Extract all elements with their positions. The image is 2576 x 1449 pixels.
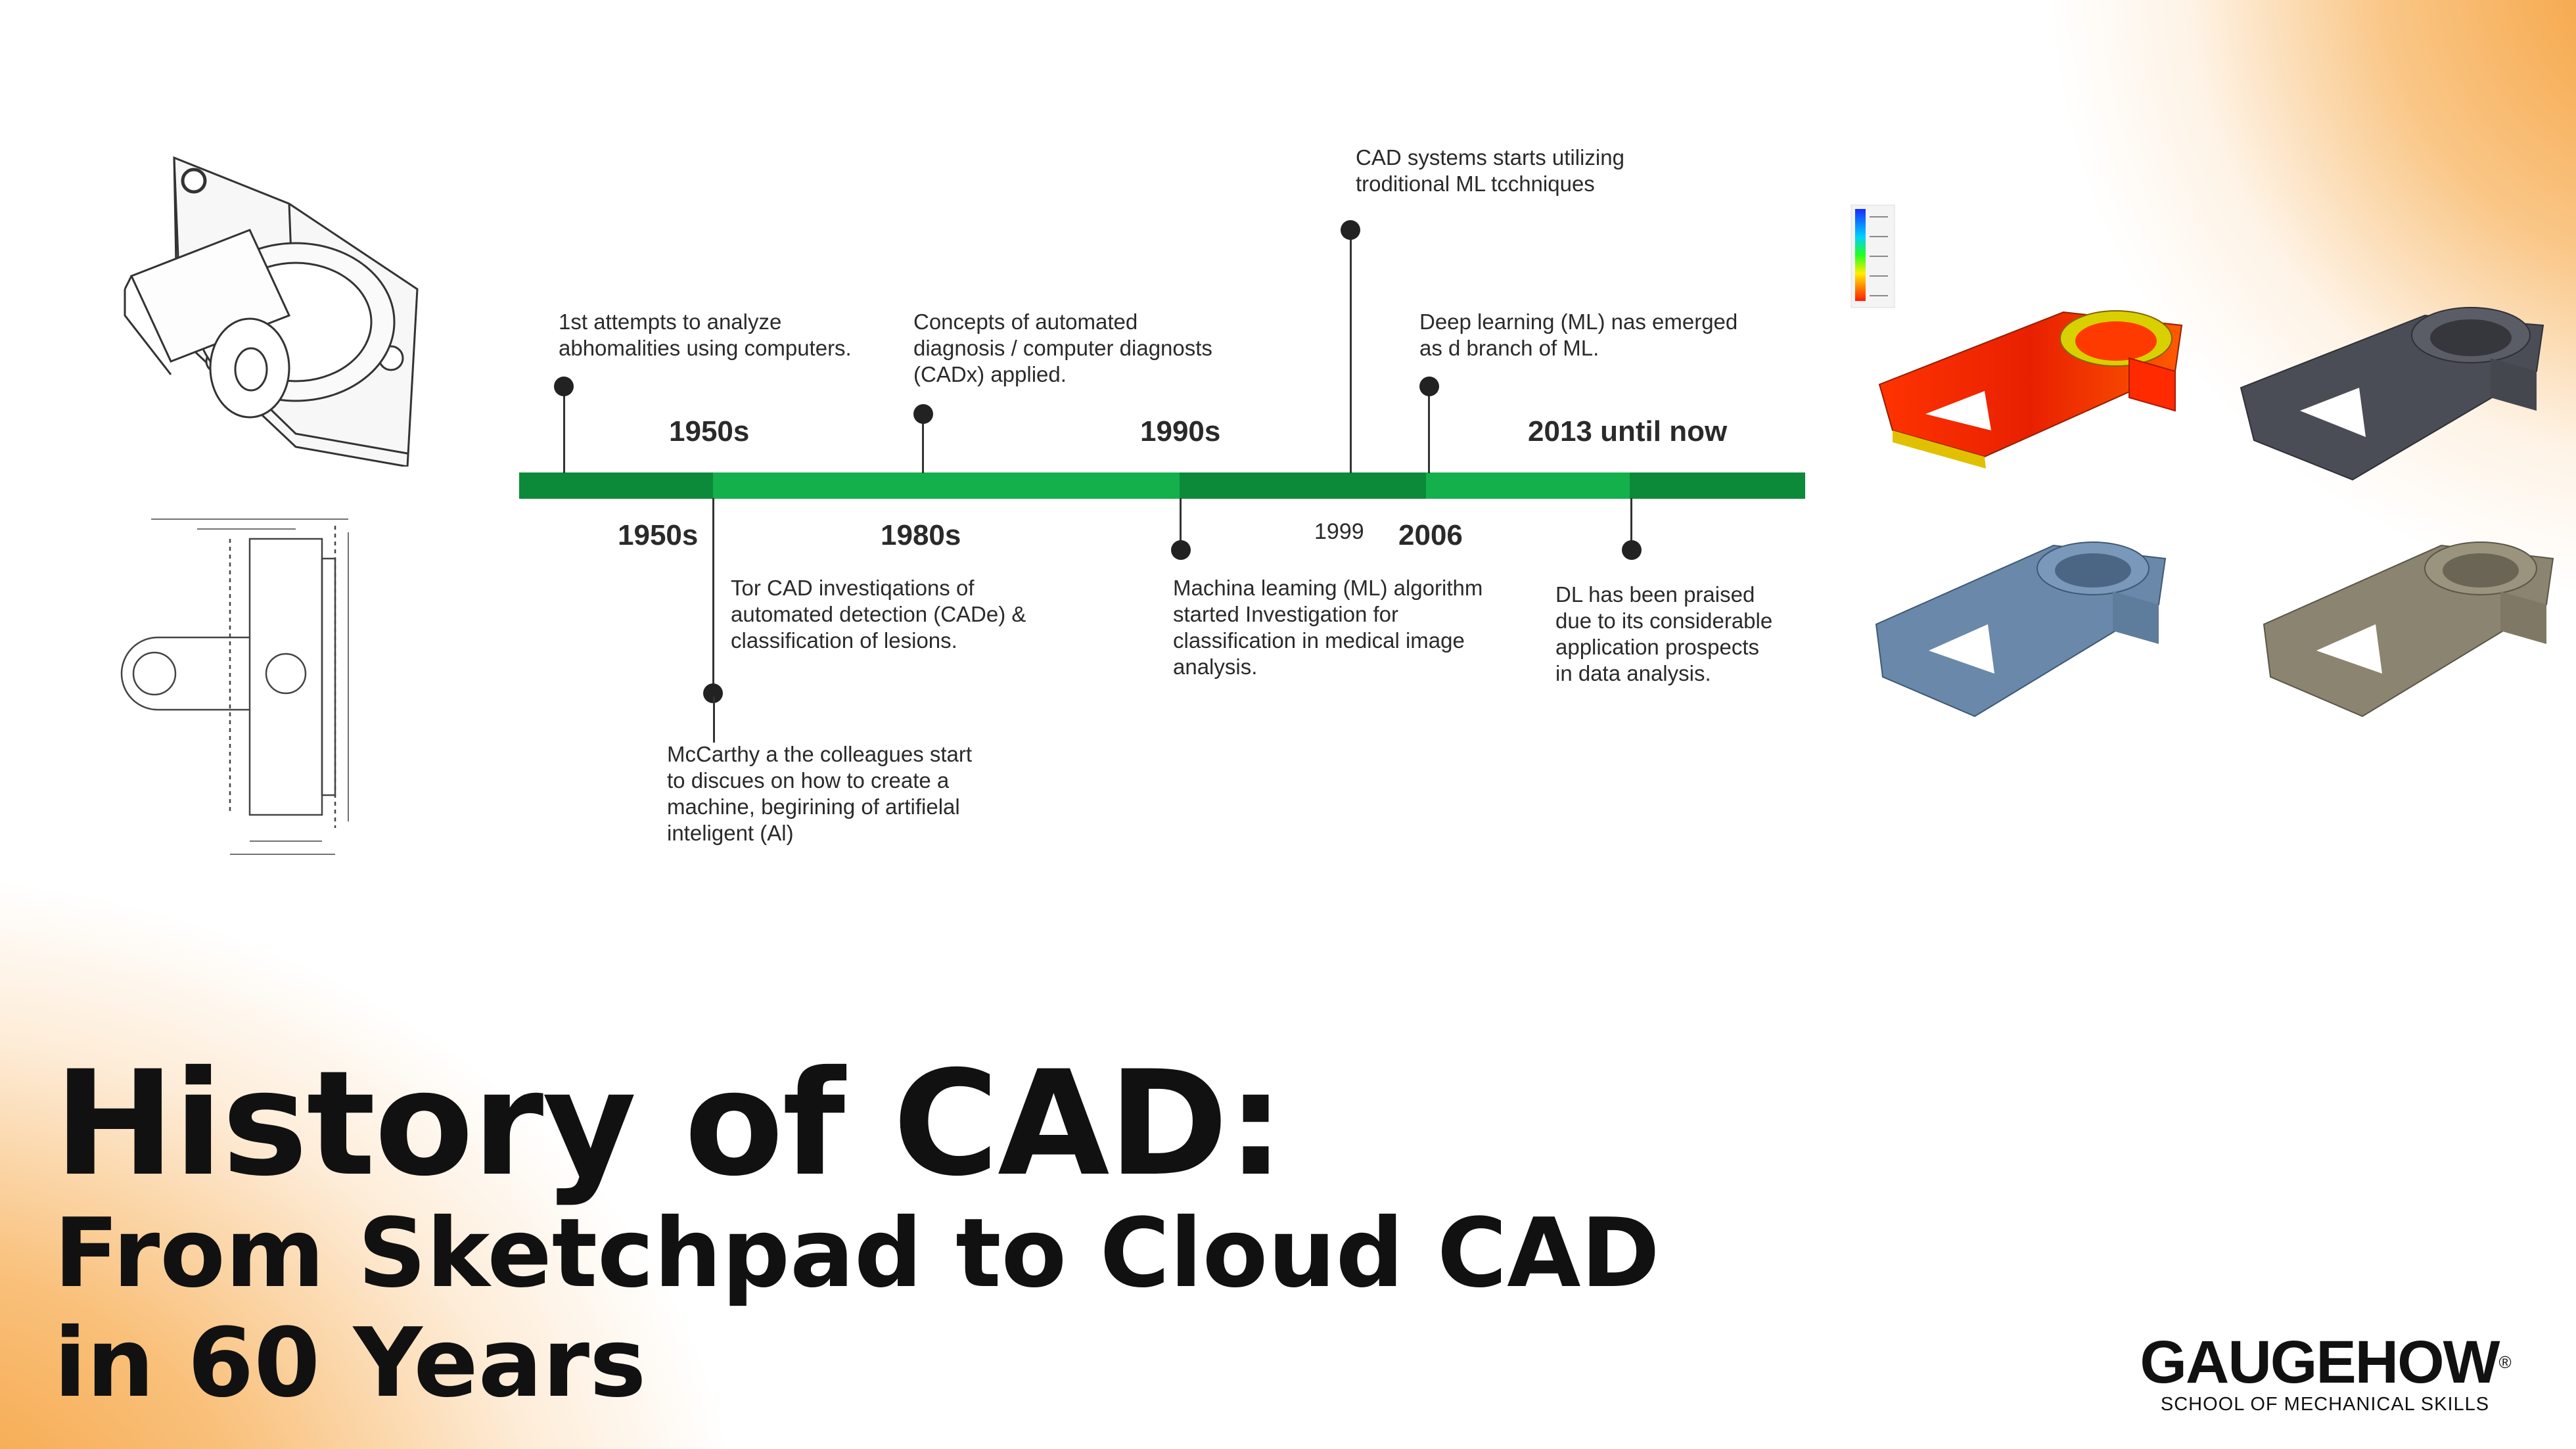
brand-name-text: GAUGEHOW bbox=[2140, 1329, 2500, 1396]
stem bbox=[713, 697, 715, 743]
fea-color-legend bbox=[1851, 204, 1895, 308]
technical-drawing bbox=[120, 518, 349, 855]
event-text: CAD systems starts utilizing troditional… bbox=[1356, 145, 1624, 196]
event-text: Tor CAD investiqations of automated dete… bbox=[731, 576, 1026, 653]
registered-mark: ® bbox=[2498, 1352, 2512, 1372]
timeline-bar-light-1 bbox=[713, 472, 1180, 499]
timeline-bar-light-2 bbox=[1426, 472, 1630, 499]
stem bbox=[1428, 388, 1430, 473]
era-label: 2013 until now bbox=[1528, 415, 1728, 448]
timeline-dot bbox=[1622, 540, 1642, 560]
bracket-render-khaki bbox=[2263, 541, 2554, 718]
stem bbox=[922, 414, 924, 473]
brand-logo: GAUGEHOW® SCHOOL OF MECHANICAL SKILLS bbox=[2134, 1331, 2516, 1415]
stem bbox=[1630, 498, 1632, 544]
era-label: 1990s bbox=[1140, 415, 1221, 448]
page-subtitle-line2: in 60 Years bbox=[54, 1308, 647, 1419]
bracket-render-dark bbox=[2240, 307, 2544, 481]
timeline-dot bbox=[1341, 220, 1360, 240]
era-label: 1980s bbox=[881, 519, 961, 551]
event-text: McCarthy a the colleagues start to discu… bbox=[667, 742, 973, 845]
bracket-render-blue bbox=[1875, 541, 2167, 718]
event-text: 1st attempts to analyze abhomalities usi… bbox=[559, 310, 852, 360]
era-label: 1950s bbox=[618, 519, 699, 551]
brand-name: GAUGEHOW® bbox=[2134, 1331, 2516, 1394]
stem bbox=[712, 498, 714, 689]
timeline-dot bbox=[913, 404, 933, 424]
event-text: DL has been praised due to its considera… bbox=[1555, 582, 1773, 685]
event-text: Machina leaming (ML) algorithm started I… bbox=[1173, 576, 1483, 679]
page-subtitle-line1: From Sketchpad to Cloud CAD bbox=[54, 1198, 1660, 1309]
bracket-render-fea bbox=[1878, 310, 2183, 469]
stem bbox=[1350, 230, 1352, 473]
timeline-dot bbox=[1171, 540, 1191, 560]
event-text: Deep learning (ML) nas emerged as d bran… bbox=[1419, 310, 1738, 360]
event-text: Concepts of automated diagnosis / comput… bbox=[913, 310, 1212, 386]
page-title: History of CAD: bbox=[54, 1040, 1285, 1208]
stem bbox=[563, 388, 565, 473]
era-label: 2006 bbox=[1398, 519, 1463, 551]
stem bbox=[1180, 498, 1182, 544]
timeline-dot bbox=[554, 377, 574, 396]
isometric-part-drawing bbox=[124, 156, 419, 467]
timeline-dot bbox=[1419, 377, 1439, 396]
era-label: 1950s bbox=[669, 415, 750, 448]
brand-tagline: SCHOOL OF MECHANICAL SKILLS bbox=[2160, 1394, 2490, 1415]
year-label: 1999 bbox=[1314, 519, 1364, 544]
